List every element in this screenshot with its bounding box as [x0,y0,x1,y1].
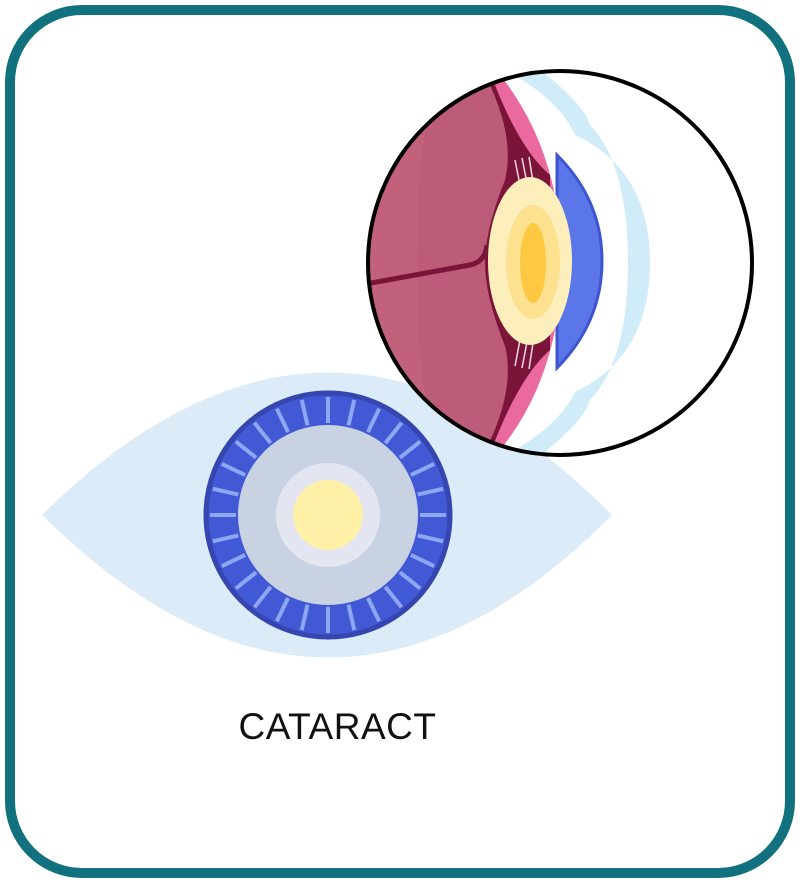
iris-spoke [299,604,310,631]
iris-spoke [252,585,273,609]
iris-spoke [274,597,290,623]
iris-spoke [417,486,444,497]
iris-spoke [383,421,404,445]
iris-spoke [417,533,444,544]
pupil [293,480,363,550]
iris-spoke [274,407,290,433]
section-iris [555,151,604,372]
lens-opacity [520,223,546,303]
iris-spoke [212,533,239,544]
iris-spoke [220,461,246,477]
iris-spoke [252,421,273,445]
iris-spoke [299,399,310,426]
iris-spoke [212,486,239,497]
magnifier [366,69,754,457]
iris-spoke [398,570,422,591]
iris-spoke [346,399,357,426]
iris-spoke [383,585,404,609]
iris-spoke [410,461,436,477]
iris-spoke [234,439,258,460]
iris-spokes [210,397,446,633]
caption-label: CATARACT [238,706,437,747]
iris-spoke [398,439,422,460]
iris-spoke [220,553,246,569]
iris-spoke [346,604,357,631]
iris-spoke [234,570,258,591]
iris-spoke [410,553,436,569]
eye [42,372,612,658]
vitreous-divider [368,244,490,288]
iris-spoke [366,407,382,433]
iris-spoke [366,597,382,623]
